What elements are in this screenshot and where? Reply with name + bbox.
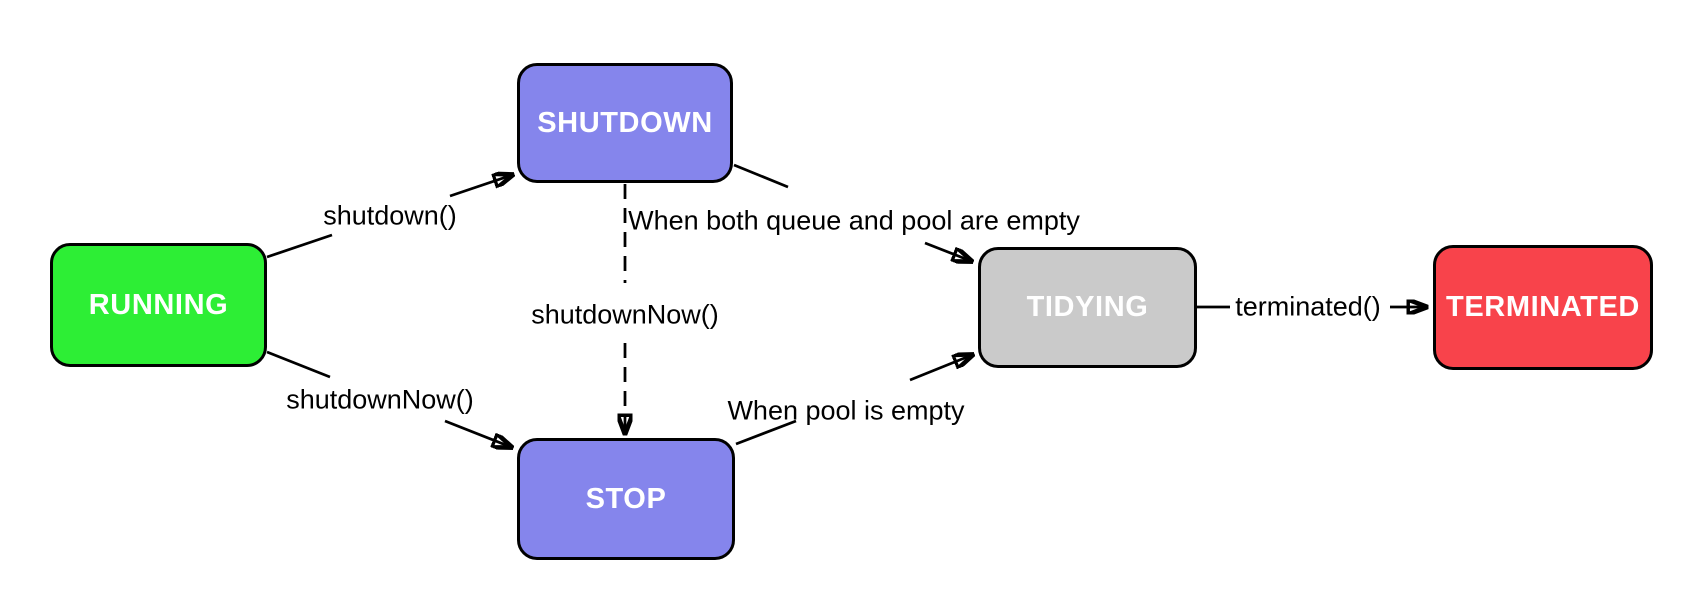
edge-running-to-shutdown [266,175,512,259]
state-node-shutdown: SHUTDOWN [517,63,733,183]
edge-running-to-stop [266,350,511,447]
state-node-terminated: TERMINATED [1433,245,1653,370]
transition-label-pool-empty: When pool is empty [727,395,965,426]
transition-label-shutdown: shutdown() [323,200,457,231]
edge-stop-to-tidying [735,355,972,446]
transition-label-shutdownnow-shutdown-stop: shutdownNow() [531,299,719,330]
state-node-tidying: TIDYING [978,247,1197,368]
state-node-running: RUNNING [50,243,267,367]
transition-label-shutdownnow-running-stop: shutdownNow() [286,384,474,415]
edge-shutdown-to-tidying [733,163,971,261]
state-node-stop: STOP [517,438,735,560]
transition-label-terminated: terminated() [1235,291,1381,322]
transition-label-queue-and-pool-empty: When both queue and pool are empty [628,205,1080,236]
